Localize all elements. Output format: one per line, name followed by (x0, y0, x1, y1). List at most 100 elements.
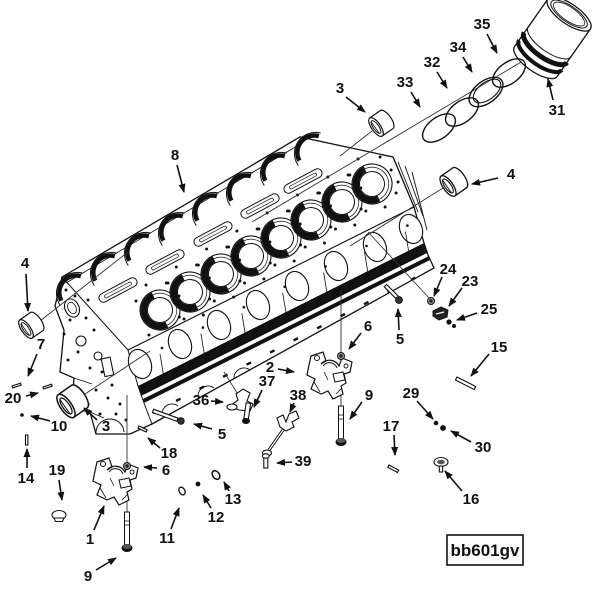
leader-arrow (348, 332, 362, 350)
callout-label-12: 12 (208, 509, 225, 526)
leader-arrow (462, 56, 473, 73)
figure-code-box: bb601gv (446, 534, 524, 566)
figure-code: bb601gv (451, 541, 521, 560)
callout-label-5-right: 5 (396, 331, 404, 348)
callout-2: 2 (266, 359, 295, 376)
leader-arrow (83, 407, 98, 421)
part-cylinder-liner (513, 0, 592, 80)
part-oring-32 (444, 97, 480, 127)
callout-30: 30 (450, 430, 491, 456)
leader-arrow (486, 33, 498, 54)
callout-37: 37 (253, 373, 275, 408)
part-shim-7 (11, 382, 22, 389)
part-oring-33 (421, 113, 457, 143)
callout-1: 1 (86, 505, 105, 548)
callout-14: 14 (18, 448, 35, 487)
part-stud-9-left (121, 511, 133, 553)
leader-arrow (25, 391, 39, 399)
callout-9-right: 9 (349, 387, 373, 420)
part-nut-6-right (337, 352, 345, 360)
leader-arrow (416, 400, 434, 420)
callout-label-29: 29 (403, 385, 420, 402)
part-nut-24 (427, 297, 435, 305)
leader-arrow (147, 437, 161, 449)
callout-label-8: 8 (171, 147, 179, 164)
part-screw-25 (446, 319, 456, 328)
leader-arrow (349, 401, 363, 420)
callout-3-top: 3 (336, 80, 366, 113)
callout-label-23: 23 (462, 273, 479, 290)
part-fitting-23 (432, 306, 449, 321)
part-bushing-4-right (436, 164, 472, 200)
callout-label-6-left: 6 (162, 462, 170, 479)
leader-arrow (289, 402, 297, 413)
callout-label-14: 14 (18, 470, 35, 487)
callout-10: 10 (30, 414, 68, 435)
part-pin-17 (387, 464, 400, 474)
callout-5-right: 5 (394, 308, 404, 348)
callout-label-39: 39 (295, 453, 312, 470)
leader-arrow (277, 367, 295, 374)
callout-12: 12 (202, 494, 225, 526)
callout-7: 7 (27, 336, 45, 377)
callout-label-13: 13 (225, 491, 242, 508)
callout-label-34: 34 (450, 39, 467, 56)
callout-32: 32 (424, 54, 448, 89)
callout-35: 35 (474, 16, 498, 54)
part-stud-9-right (335, 405, 347, 447)
callout-label-35: 35 (474, 16, 491, 33)
leader-arrow (143, 464, 158, 472)
part-bearing-cap-1 (92, 457, 139, 506)
leader-arrow (448, 287, 463, 307)
callout-label-32: 32 (424, 54, 441, 71)
callout-36: 36 (193, 392, 224, 409)
callout-label-2: 2 (266, 359, 274, 376)
part-pin-14 (24, 434, 29, 446)
callout-label-9-right: 9 (365, 387, 373, 404)
pan-rail-stripe (138, 243, 427, 396)
engine-block (50, 129, 435, 435)
callout-38: 38 (289, 387, 307, 413)
part-bolt-5-right (383, 283, 403, 304)
callout-label-31: 31 (549, 102, 566, 119)
callout-6-left: 6 (143, 462, 170, 479)
callout-4-left: 4 (21, 255, 32, 312)
part-cam-bushing-top (365, 107, 398, 140)
leader-arrow (450, 430, 472, 443)
callout-3-bottom: 3 (83, 407, 110, 435)
leader-arrow (456, 312, 478, 321)
leader-centerlines (39, 48, 544, 513)
callout-24: 24 (433, 261, 457, 297)
front-face (61, 276, 129, 435)
callout-label-3-top: 3 (336, 80, 344, 97)
callout-label-6-right: 6 (364, 318, 372, 335)
part-oring-11 (176, 485, 188, 497)
callout-17: 17 (383, 418, 400, 456)
callout-4-right: 4 (471, 166, 516, 186)
leader-arrow (470, 353, 490, 377)
callout-9-left: 9 (84, 557, 117, 585)
callout-label-5-left: 5 (218, 426, 226, 443)
part-cup-plug-19 (51, 509, 67, 523)
part-plug-12 (195, 481, 201, 487)
callout-label-10: 10 (51, 418, 68, 435)
part-plugs-29-30 (433, 420, 446, 431)
leader-arrow (170, 507, 180, 530)
leader-arrow (436, 71, 448, 89)
callout-34: 34 (450, 39, 473, 73)
leader-arrow (93, 505, 105, 531)
part-oring-13 (209, 468, 223, 482)
callout-label-15: 15 (491, 339, 508, 356)
callout-33: 33 (397, 74, 421, 108)
part-oring-35 (491, 58, 527, 88)
callout-label-38: 38 (290, 387, 307, 404)
leader-arrow (210, 397, 224, 405)
part-bushing-3-bottom (52, 381, 93, 422)
callout-29: 29 (403, 385, 434, 420)
callout-label-17: 17 (383, 418, 400, 435)
callout-label-7: 7 (37, 336, 45, 353)
callout-label-4-left: 4 (21, 255, 30, 272)
callout-label-33: 33 (397, 74, 414, 91)
